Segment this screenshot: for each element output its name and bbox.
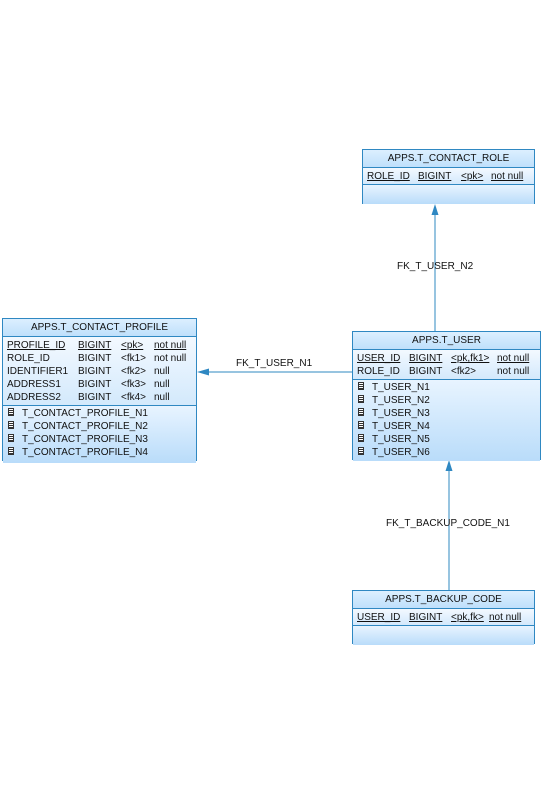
column-type: BIGINT (409, 366, 443, 377)
column-type: BIGINT (409, 612, 443, 623)
column-type: BIGINT (78, 392, 112, 403)
indexes-section (363, 185, 534, 204)
index-row: T_CONTACT_PROFILE_N2 (3, 420, 196, 433)
index-name: T_USER_N6 (372, 447, 430, 458)
index-row: T_CONTACT_PROFILE_N4 (3, 446, 196, 459)
indexes-section (353, 626, 534, 645)
column-row: ROLE_ID BIGINT <pk> not null (363, 170, 534, 183)
index-icon (358, 434, 364, 443)
index-icon (8, 434, 14, 443)
column-row: USER_ID BIGINT <pk,fk1> not null (353, 352, 540, 365)
columns-section: PROFILE_ID BIGINT <pk> not null ROLE_ID … (3, 337, 196, 406)
column-type: BIGINT (418, 171, 452, 182)
column-type: BIGINT (78, 340, 112, 351)
column-key: <fk2> (121, 366, 147, 377)
column-row: ROLE_ID BIGINT <fk1> not null (3, 352, 196, 365)
column-type: BIGINT (78, 379, 112, 390)
indexes-section: T_USER_N1 T_USER_N2 T_USER_N3 T_USER_N4 … (353, 380, 540, 461)
column-nullability: null (154, 379, 170, 390)
index-icon (358, 382, 364, 391)
index-row: T_USER_N5 (353, 433, 540, 446)
index-name: T_CONTACT_PROFILE_N3 (22, 434, 148, 445)
index-name: T_USER_N2 (372, 395, 430, 406)
relationship-label-fk-user-n2: FK_T_USER_N2 (397, 261, 474, 272)
index-icon (358, 408, 364, 417)
index-name: T_USER_N4 (372, 421, 430, 432)
column-row: IDENTIFIER1 BIGINT <fk2> null (3, 365, 196, 378)
index-icon (8, 421, 14, 430)
fk-user-n1-arrow (197, 368, 209, 376)
entity-title: APPS.T_USER (353, 332, 540, 350)
relationship-label-fk-user-n1: FK_T_USER_N1 (236, 358, 313, 369)
entity-t-backup-code[interactable]: APPS.T_BACKUP_CODE USER_ID BIGINT <pk,fk… (352, 590, 535, 645)
index-name: T_USER_N3 (372, 408, 430, 419)
index-row: T_USER_N1 (353, 381, 540, 394)
column-nullability: null (154, 392, 170, 403)
column-nullability: not null (497, 353, 530, 364)
columns-section: USER_ID BIGINT <pk,fk1> not null ROLE_ID… (353, 350, 540, 380)
column-key: <fk2> (451, 366, 477, 377)
columns-section: USER_ID BIGINT <pk,fk> not null (353, 609, 534, 626)
column-key: <fk3> (121, 379, 147, 390)
index-icon (8, 447, 14, 456)
column-name: ADDRESS1 (7, 379, 61, 390)
fk-backup-code-n1-arrow (445, 460, 453, 471)
index-name: T_USER_N5 (372, 434, 430, 445)
column-row: PROFILE_ID BIGINT <pk> not null (3, 339, 196, 352)
column-name: USER_ID (357, 353, 401, 364)
column-type: BIGINT (78, 366, 112, 377)
column-nullability: not null (497, 366, 530, 377)
column-key: <pk> (121, 340, 144, 351)
entity-t-contact-profile[interactable]: APPS.T_CONTACT_PROFILE PROFILE_ID BIGINT… (2, 318, 197, 463)
column-name: ROLE_ID (367, 171, 410, 182)
column-name: ADDRESS2 (7, 392, 61, 403)
column-nullability: not null (154, 353, 187, 364)
index-name: T_USER_N1 (372, 382, 430, 393)
column-type: BIGINT (78, 353, 112, 364)
relationship-label-fk-backup-code-n1: FK_T_BACKUP_CODE_N1 (386, 518, 510, 529)
entity-t-contact-role[interactable]: APPS.T_CONTACT_ROLE ROLE_ID BIGINT <pk> … (362, 149, 535, 204)
index-name: T_CONTACT_PROFILE_N1 (22, 408, 148, 419)
index-row: T_USER_N6 (353, 446, 540, 459)
columns-section: ROLE_ID BIGINT <pk> not null (363, 168, 534, 185)
column-row: ADDRESS1 BIGINT <fk3> null (3, 378, 196, 391)
column-row: ADDRESS2 BIGINT <fk4> null (3, 391, 196, 404)
column-name: ROLE_ID (357, 366, 400, 377)
column-name: PROFILE_ID (7, 340, 66, 351)
index-row: T_USER_N3 (353, 407, 540, 420)
column-nullability: null (154, 366, 170, 377)
column-name: IDENTIFIER1 (7, 366, 69, 377)
column-key: <fk1> (121, 353, 147, 364)
fk-user-n2-arrow (431, 204, 439, 215)
column-nullability: not null (154, 340, 187, 351)
index-row: T_USER_N4 (353, 420, 540, 433)
index-icon (358, 447, 364, 456)
column-key: <fk4> (121, 392, 147, 403)
column-name: USER_ID (357, 612, 401, 623)
column-nullability: not null (489, 612, 522, 623)
column-key: <pk,fk1> (451, 353, 490, 364)
entity-title: APPS.T_BACKUP_CODE (353, 591, 534, 609)
column-row: ROLE_ID BIGINT <fk2> not null (353, 365, 540, 378)
column-type: BIGINT (409, 353, 443, 364)
index-row: T_USER_N2 (353, 394, 540, 407)
index-icon (8, 408, 14, 417)
column-name: ROLE_ID (7, 353, 50, 364)
column-key: <pk> (461, 171, 484, 182)
column-nullability: not null (491, 171, 524, 182)
entity-t-user[interactable]: APPS.T_USER USER_ID BIGINT <pk,fk1> not … (352, 331, 541, 461)
entity-title: APPS.T_CONTACT_ROLE (363, 150, 534, 168)
index-row: T_CONTACT_PROFILE_N1 (3, 407, 196, 420)
index-row: T_CONTACT_PROFILE_N3 (3, 433, 196, 446)
column-row: USER_ID BIGINT <pk,fk> not null (353, 611, 534, 624)
column-key: <pk,fk> (451, 612, 484, 623)
index-icon (358, 421, 364, 430)
index-icon (358, 395, 364, 404)
entity-title: APPS.T_CONTACT_PROFILE (3, 319, 196, 337)
indexes-section: T_CONTACT_PROFILE_N1 T_CONTACT_PROFILE_N… (3, 406, 196, 463)
index-name: T_CONTACT_PROFILE_N2 (22, 421, 148, 432)
index-name: T_CONTACT_PROFILE_N4 (22, 447, 148, 458)
